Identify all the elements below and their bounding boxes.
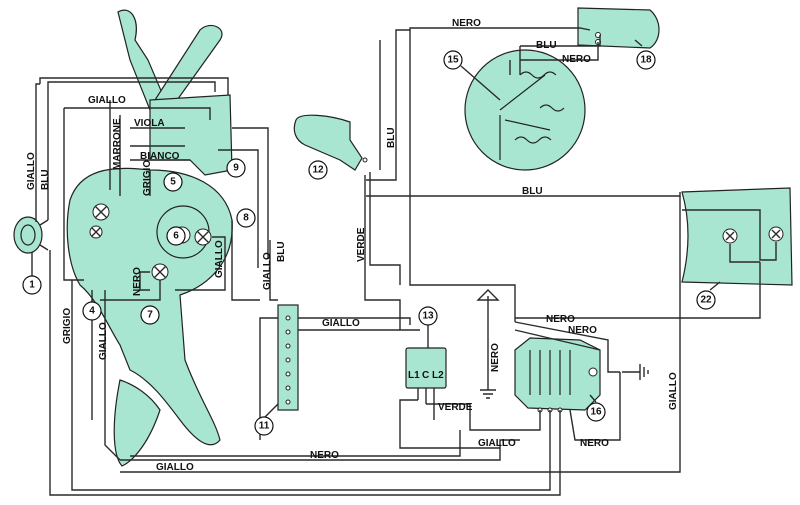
label-nero-vert: NERO	[490, 343, 501, 372]
label-giallo-right: GIALLO	[668, 372, 679, 410]
label-verde-12: VERDE	[356, 227, 367, 262]
label-nero-18: NERO	[562, 54, 591, 65]
label-giallo-left: GIALLO	[26, 152, 37, 190]
terminal-c-label: C	[422, 370, 429, 381]
callout-11: 11	[259, 421, 270, 432]
terminal-l2-label: L2	[432, 370, 444, 381]
label-nero-bottom: NERO	[310, 450, 339, 461]
label-blu-22: BLU	[522, 186, 543, 197]
label-giallo-mid: GIALLO	[322, 318, 360, 329]
callout-8: 8	[243, 213, 249, 224]
wire-labels: NERO BLU NERO GIALLO VIOLA MARRONE BIANC…	[26, 18, 679, 473]
callout-16: 16	[590, 407, 602, 418]
ground-symbols	[476, 289, 649, 399]
callout-6: 6	[173, 231, 179, 242]
label-nero-7: NERO	[132, 267, 143, 296]
label-bianco: BIANCO	[140, 151, 180, 162]
callout-5: 5	[170, 177, 176, 188]
label-giallo-4: GIALLO	[98, 322, 109, 360]
headlamp	[681, 187, 793, 286]
label-giallo-11: GIALLO	[262, 252, 273, 290]
callout-4: 4	[89, 306, 95, 317]
callout-18: 18	[640, 55, 652, 66]
ignition-coil	[293, 114, 368, 171]
wiring	[35, 27, 777, 496]
tail-lamp	[577, 7, 660, 49]
callout-7: 7	[147, 310, 153, 321]
label-giallo-top: GIALLO	[88, 95, 126, 106]
callout-15: 15	[447, 55, 459, 66]
label-giallo-8: GIALLO	[214, 240, 225, 278]
junction-block	[277, 304, 299, 411]
magneto-stator	[464, 49, 586, 171]
label-blu-18: BLU	[536, 40, 557, 51]
horn	[13, 216, 49, 254]
label-grigio-5: GRIGIO	[142, 160, 153, 196]
terminal-l1-label: L1	[408, 370, 420, 381]
voltage-regulator	[405, 347, 447, 404]
label-nero-top: NERO	[452, 18, 481, 29]
label-nero-16a: NERO	[546, 314, 575, 325]
label-giallo-bottom: GIALLO	[156, 462, 194, 473]
label-verde-13: VERDE	[438, 402, 473, 413]
callout-1: 1	[29, 280, 35, 291]
label-nero-16b: NERO	[568, 325, 597, 336]
callout-9: 9	[233, 163, 239, 174]
callout-12: 12	[312, 165, 324, 176]
label-marrone: MARRONE	[112, 118, 123, 170]
component-callouts: 1 4 5 6 7 8 9 11 12 13 15 16 18 22	[22, 39, 721, 436]
label-grigio-4: GRIGIO	[62, 308, 73, 344]
label-nero-16c: NERO	[580, 438, 609, 449]
rectifier-unit	[514, 337, 601, 413]
label-blu-left: BLU	[40, 169, 51, 190]
label-giallo-16: GIALLO	[478, 438, 516, 449]
label-blu-11: BLU	[276, 241, 287, 262]
label-viola: VIOLA	[134, 118, 165, 129]
label-blu-mid: BLU	[386, 127, 397, 148]
callout-22: 22	[700, 295, 712, 306]
callout-13: 13	[422, 311, 434, 322]
